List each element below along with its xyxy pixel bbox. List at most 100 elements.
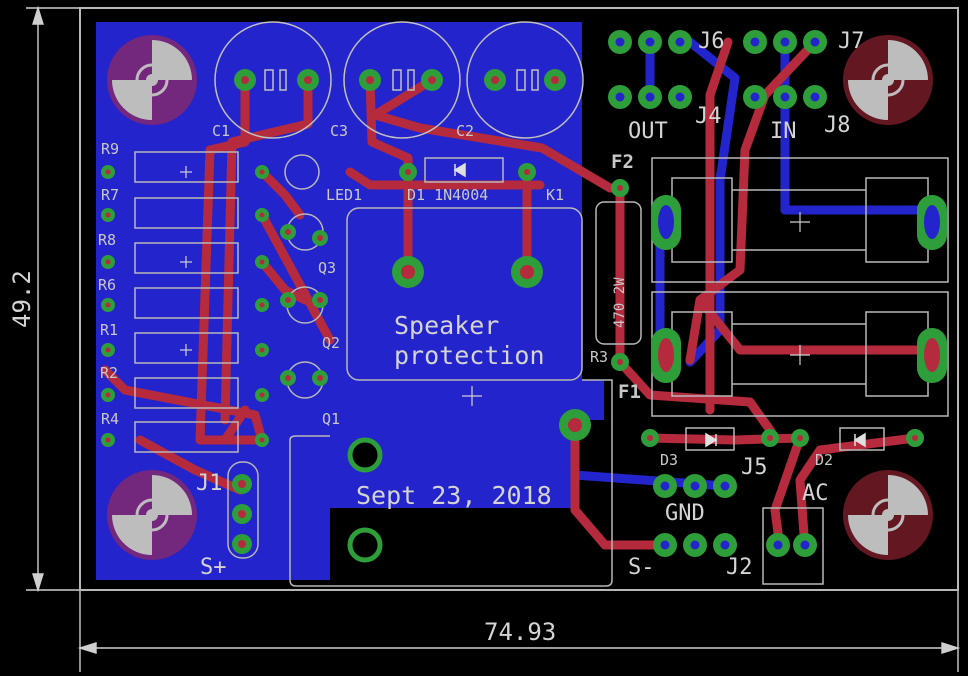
dimension-height: 49.2 [8,270,36,328]
j7-drill-1 [780,37,790,47]
j4-drill-0 [615,92,625,102]
label-out: OUT [628,119,668,144]
j8-drill-0 [750,92,760,102]
label-j4: J4 [695,104,722,129]
connector-pads [608,30,827,557]
ac-drill-0 [773,540,783,550]
resistor-pad-6-drill [105,302,111,308]
label-r2: R2 [100,364,118,382]
label-c2: C2 [456,122,474,140]
label-gnd: GND [665,501,705,526]
j7-drill-2 [810,37,820,47]
label-r4: R4 [101,410,119,428]
resistor-pad-4-drill [105,259,111,265]
mounting-holes [107,35,933,560]
j4-drill-1 [645,92,655,102]
diode-symbols [453,162,866,448]
dimension-width: 74.93 [484,618,556,646]
label-ac: AC [802,481,829,506]
cap-pad-4-drill [491,76,499,84]
silkscreen-labels: C1 C3 C2 R9 R7 R8 R6 R1 R2 R4 LED1 D1 1N… [8,29,865,646]
j8-drill-2 [810,92,820,102]
diode-pad-5-drill [767,435,773,441]
diode-pad-4-drill [647,435,653,441]
transistor-pad-0-drill [285,229,291,235]
j2-s-drill-0 [660,540,670,550]
cap-pad-5-drill [551,76,559,84]
j6-drill-0 [615,37,625,47]
resistor-pad-12-drill [105,437,111,443]
label-j8: J8 [824,113,851,138]
relay-coil-pad-0 [347,437,383,473]
j5-drill-2 [720,481,730,491]
label-j2: J2 [726,555,753,580]
label-c3: C3 [330,122,348,140]
j1-pad-2-drill [238,540,246,548]
label-led1: LED1 [326,186,362,204]
label-r3: R3 [590,348,608,366]
cap-pad-1-drill [304,76,312,84]
label-r1: R1 [100,321,118,339]
label-d1: D1 1N4004 [407,186,488,204]
through-hole-pads [101,69,924,563]
diode-pad-7-drill [912,435,918,441]
diode-pad-2-drill [617,185,623,191]
j5-drill-0 [660,481,670,491]
label-r8: R8 [98,231,116,249]
resistor-pad-8-drill [105,347,111,353]
mounting-hole-bl [107,470,197,560]
board-outline [79,7,959,591]
label-j7: J7 [838,29,865,54]
label-r3-value: 470 2W [612,277,628,328]
resistor-pad-0-drill [105,169,111,175]
diode-pad-1-drill [524,169,530,175]
j1-pad-0-drill [238,480,246,488]
j2-s-drill-1 [690,540,700,550]
transistor-pad-5-drill [317,375,323,381]
resistor-pad-1-drill [259,169,265,175]
board-title-line2: protection [394,341,545,370]
label-q3: Q3 [318,259,336,277]
label-s-minus: S- [628,555,655,580]
label-d2: D2 [815,451,833,469]
label-r9: R9 [101,140,119,158]
j5-drill-1 [690,481,700,491]
j2-s-drill-2 [720,540,730,550]
resistor-pad-2-drill [105,212,111,218]
resistor-pad-7-drill [259,302,265,308]
mounting-hole-tr [843,35,933,125]
j8-drill-1 [780,92,790,102]
transistor-pad-1-drill [317,235,323,241]
relay-pad-1-drill [520,265,534,279]
j4-drill-2 [675,92,685,102]
resistor-pad-9-drill [259,347,265,353]
cap-pad-2-drill [366,76,374,84]
label-in: IN [770,119,797,144]
label-j1: J1 [196,471,223,496]
label-d3: D3 [660,451,678,469]
label-j5: J5 [741,455,768,480]
label-q2: Q2 [322,334,340,352]
relay-pad-0-drill [401,265,415,279]
ac-drill-1 [800,540,810,550]
mounting-hole-tl [107,35,197,125]
cap-pad-0-drill [241,76,249,84]
resistor-pad-11-drill [259,392,265,398]
transistor-pad-2-drill [285,297,291,303]
resistor-pad-13-drill [259,437,265,443]
resistor-pad-10-drill [105,392,111,398]
capacitor-outlines [214,21,584,139]
diode-pad-6-drill [797,435,803,441]
relay-coil-pad-1 [347,527,383,563]
resistor-pad-5-drill [259,259,265,265]
j6-drill-2 [675,37,685,47]
relay-pad-2-drill [568,418,582,432]
label-j6: J6 [698,29,725,54]
j6-drill-1 [645,37,655,47]
diode-pad-0-drill [405,169,411,175]
cap-pad-3-drill [428,76,436,84]
board-date: Sept 23, 2018 [356,481,552,510]
label-r6: R6 [98,276,116,294]
transistor-pad-3-drill [317,297,323,303]
